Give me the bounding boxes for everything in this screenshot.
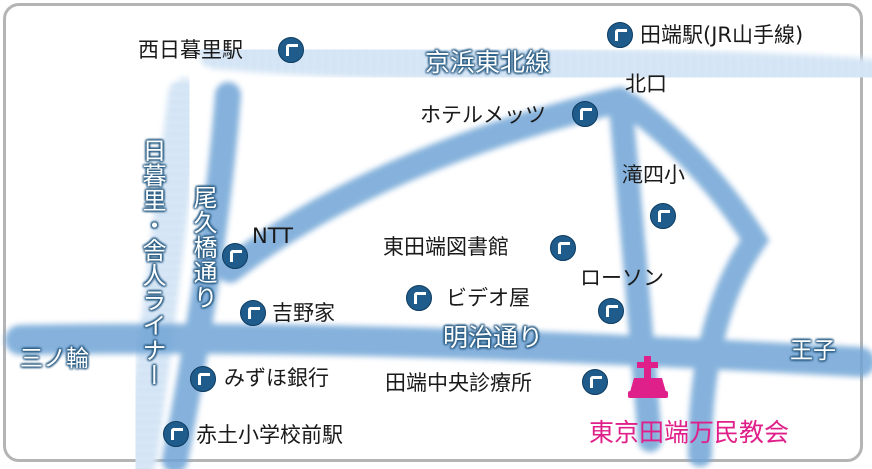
keihin-tohoku-label: 京浜東北線: [425, 48, 551, 77]
library-label: 東田端図書館: [383, 235, 509, 259]
place-marker-icon: [240, 300, 266, 326]
place-marker-icon: [650, 203, 676, 229]
hotel-mets-label: ホテルメッツ: [420, 103, 546, 127]
akado-station-label: 赤土小学校前駅: [196, 423, 343, 447]
east-road: [618, 93, 770, 467]
yoshinoya-label: 吉野家: [272, 301, 335, 325]
diagonal-road: [217, 87, 633, 283]
north-exit-label: 北口: [625, 72, 667, 96]
place-marker-icon: [190, 366, 216, 392]
place-marker-icon: [550, 235, 576, 261]
nishi-nippori-label: 西日暮里駅: [138, 38, 243, 62]
clinic-label: 田端中央診療所: [385, 371, 532, 395]
station-marker-icon: [163, 421, 189, 447]
lawson-label: ローソン: [580, 266, 664, 290]
ntt-label: NTT: [252, 224, 293, 248]
oku-bashi-dori-label: 尾久橋通り: [189, 185, 217, 310]
mizuho-bank-label: みずほ銀行: [224, 366, 329, 390]
nippori-toneri-label: 日暮里・舎人ライナー: [138, 138, 166, 388]
oji-label: 王子: [790, 338, 836, 364]
minowa-label: 三ノ輪: [20, 346, 89, 372]
oku-bashi-dori-road: [162, 82, 241, 469]
nippori-toneri-liner-line: [123, 78, 202, 469]
station-marker-icon: [278, 37, 304, 63]
church-name: 東京田端万民教会: [589, 418, 790, 447]
station-marker-icon: [607, 22, 633, 48]
meiji-dori-road: [5, 323, 872, 377]
place-marker-icon: [222, 243, 248, 269]
place-marker-icon: [582, 369, 608, 395]
place-marker-icon: [572, 101, 598, 127]
place-marker-icon: [598, 298, 624, 324]
meiji-dori-label: 明治通り: [443, 323, 544, 352]
place-marker-icon: [406, 285, 432, 311]
takinoshiro-label: 滝四小: [622, 163, 685, 187]
tabata-station-label: 田端駅(JR山手線): [640, 23, 804, 47]
church-icon: [628, 356, 668, 398]
video-shop-label: ビデオ屋: [446, 286, 530, 310]
